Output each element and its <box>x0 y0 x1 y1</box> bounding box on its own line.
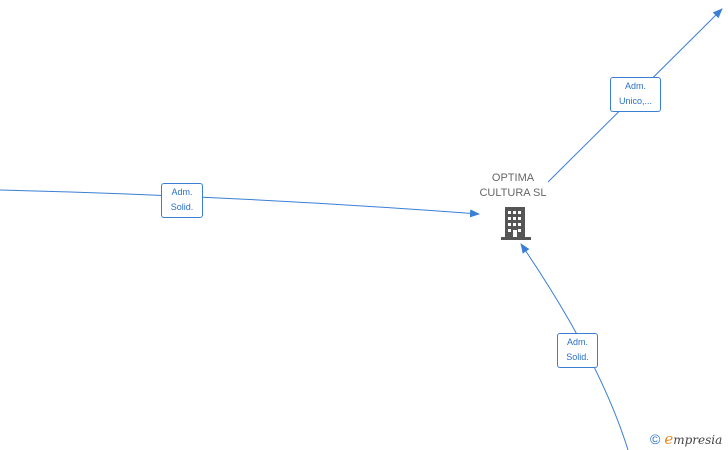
copyright-icon: © <box>650 431 661 447</box>
relation-role-line2: Unico,... <box>618 96 652 106</box>
company-name[interactable]: OPTIMA CULTURA SL <box>463 171 563 201</box>
relation-label-top[interactable]: Adm. Unico,... <box>610 77 661 112</box>
relation-role-line1: Adm. <box>566 337 588 347</box>
edge-left <box>0 189 480 218</box>
company-name-line1: OPTIMA <box>491 172 535 184</box>
relation-role-line1: Adm. <box>171 187 193 197</box>
brand-logo-rest: mpresia <box>673 433 723 447</box>
building-icon[interactable] <box>501 207 531 240</box>
brand-watermark: ©empresia <box>650 430 722 448</box>
relation-label-left[interactable]: Adm. Solid. <box>161 183 203 218</box>
relation-role-line2: Solid. <box>170 202 194 212</box>
company-name-line2: CULTURA SL <box>479 187 547 199</box>
relation-label-bottom[interactable]: Adm. Solid. <box>557 333 598 368</box>
relation-role-line1: Adm. <box>624 81 646 91</box>
brand-logo-initial: e <box>664 430 674 448</box>
relation-role-line2: Solid. <box>566 352 589 362</box>
